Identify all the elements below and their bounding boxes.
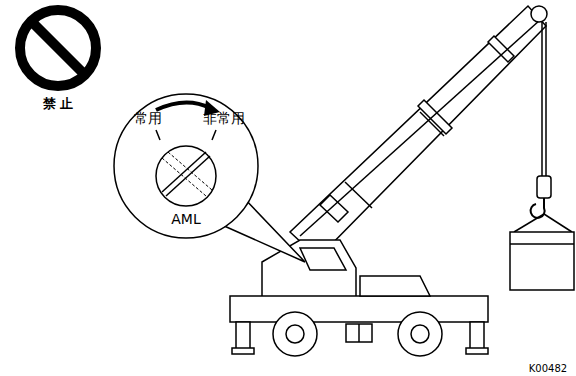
switch-position-label: 常用 [134, 111, 162, 125]
crane-boom [290, 6, 574, 290]
sign-label: 禁 止 [43, 97, 74, 110]
figure-code: K00482 [529, 364, 567, 374]
prohibition-sign [20, 10, 96, 86]
switch-position-label: 非常用 [203, 111, 245, 125]
callout-circle: 常用 非常用 AML [112, 92, 260, 240]
switch-label: AML [171, 212, 200, 226]
crane-carrier [230, 240, 488, 356]
